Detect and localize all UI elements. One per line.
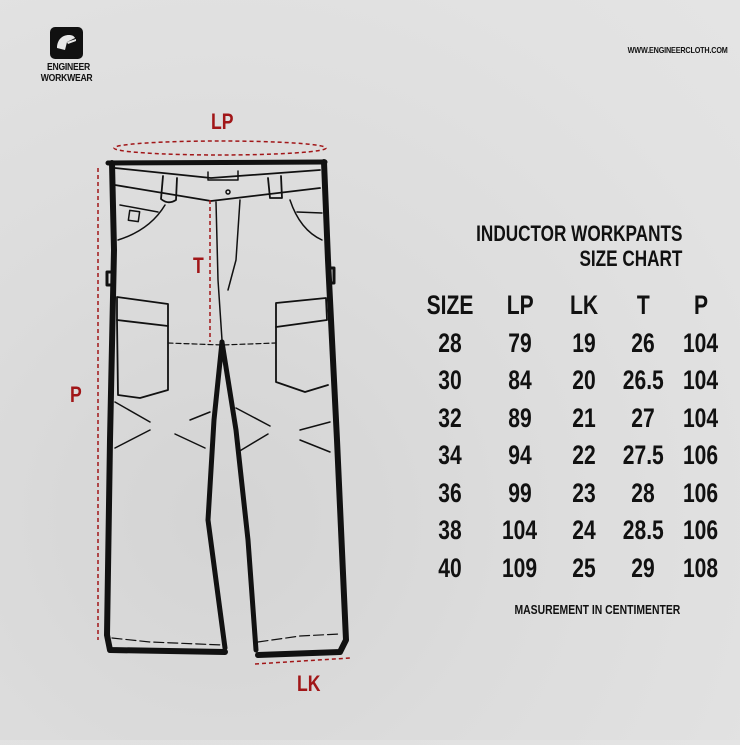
- table-row: 28 79 19 26 104: [420, 325, 723, 363]
- header-lk: LK: [569, 290, 599, 321]
- cell-t: 26.5: [622, 365, 664, 396]
- header-lp: LP: [506, 290, 534, 321]
- cell-lp: 89: [508, 402, 532, 433]
- cell-lk: 25: [572, 552, 596, 583]
- table-row: 40 109 25 29 108: [420, 550, 723, 588]
- cell-size: 34: [438, 440, 462, 471]
- table-row: 36 99 23 28 106: [420, 475, 723, 513]
- website-url: WWW.ENGINEERCLOTH.COM: [628, 45, 728, 55]
- label-waist-lp: LP: [211, 109, 234, 134]
- cell-size: 28: [438, 327, 462, 358]
- cell-lk: 24: [572, 515, 596, 546]
- cell-lp: 84: [508, 365, 532, 396]
- header-size: SIZE: [426, 290, 474, 321]
- cell-size: 32: [438, 402, 462, 433]
- brand-name: ENGINEER WORKWEAR: [40, 61, 93, 84]
- cell-p: 104: [682, 327, 719, 358]
- label-hem-lk: LK: [297, 671, 321, 696]
- cell-p: 104: [682, 402, 719, 433]
- brand-name-line1: ENGINEER: [46, 61, 90, 73]
- cell-t: 27: [631, 402, 655, 433]
- cell-lp: 99: [508, 477, 532, 508]
- header-p: P: [693, 290, 708, 321]
- cell-lk: 21: [572, 402, 596, 433]
- header-t: T: [636, 290, 650, 321]
- cell-t: 27.5: [622, 440, 664, 471]
- cell-size: 36: [438, 477, 462, 508]
- cell-lp: 109: [502, 552, 538, 583]
- table-row: 30 84 20 26.5 104: [420, 362, 723, 400]
- table-header-row: SIZE LP LK T P: [420, 287, 723, 325]
- cell-p: 104: [682, 365, 719, 396]
- cell-lk: 20: [572, 365, 596, 396]
- cell-p: 108: [682, 552, 719, 583]
- cell-t: 29: [631, 552, 655, 583]
- cell-lp: 104: [502, 515, 538, 546]
- cell-lk: 22: [572, 440, 596, 471]
- chart-title-line2: SIZE CHART: [579, 246, 682, 271]
- cell-lk: 23: [572, 477, 596, 508]
- pants-illustration: [97, 140, 351, 665]
- cell-t: 26: [631, 327, 655, 358]
- cell-t: 28.5: [622, 515, 664, 546]
- hard-hat-icon: [50, 27, 83, 59]
- table-row: 38 104 24 28.5 106: [420, 512, 723, 550]
- cell-t: 28: [631, 477, 655, 508]
- pants-diagram: LP T P LK: [70, 109, 351, 696]
- measurement-note: MASUREMENT IN CENTIMENTER: [514, 602, 680, 617]
- chart-title: INDUCTOR WORKPANTS SIZE CHART: [476, 221, 682, 271]
- table-row: 34 94 22 27.5 106: [420, 437, 723, 475]
- cell-p: 106: [682, 515, 719, 546]
- cell-lp: 79: [508, 327, 532, 358]
- label-rise-t: T: [193, 253, 204, 278]
- label-length-p: P: [70, 382, 82, 407]
- size-chart-table: SIZE LP LK T P 28 79 19 26 104 30 84 20 …: [420, 287, 723, 587]
- cell-size: 40: [438, 552, 462, 583]
- table-row: 32 89 21 27 104: [420, 400, 723, 438]
- brand-name-line2: WORKWEAR: [40, 72, 93, 84]
- cell-size: 30: [438, 365, 462, 396]
- cell-size: 38: [438, 515, 462, 546]
- cell-lk: 19: [572, 327, 596, 358]
- cell-p: 106: [682, 477, 719, 508]
- cell-lp: 94: [508, 440, 532, 471]
- cell-p: 106: [682, 440, 719, 471]
- chart-title-line1: INDUCTOR WORKPANTS: [475, 221, 682, 246]
